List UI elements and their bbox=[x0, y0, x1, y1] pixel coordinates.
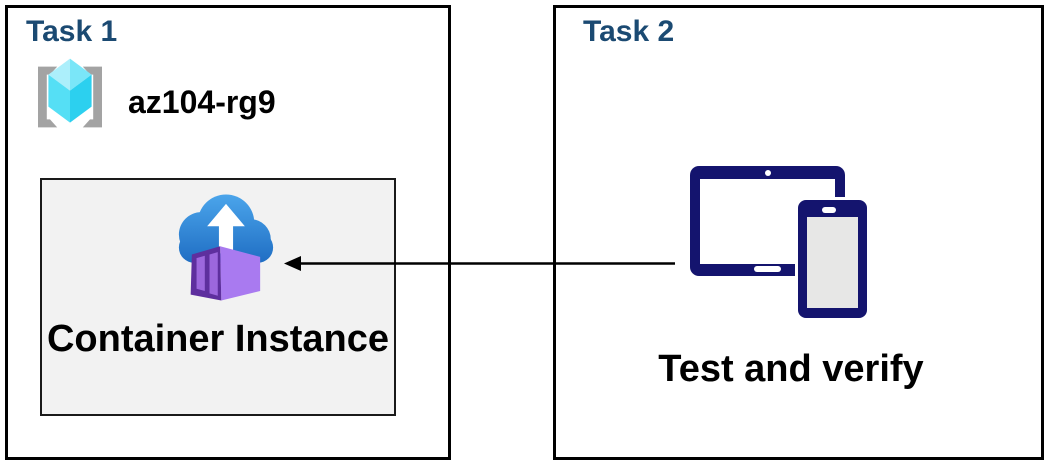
devices-icon bbox=[690, 166, 876, 324]
upload-arrow bbox=[207, 203, 245, 254]
task1-box: Task 1 az104-rg9 bbox=[5, 5, 451, 460]
phone-screen bbox=[807, 217, 858, 308]
container-instance-box: Container Instance bbox=[40, 178, 396, 416]
test-and-verify-label: Test and verify bbox=[658, 348, 924, 390]
resource-group-icon bbox=[38, 58, 102, 128]
tablet-home-button bbox=[754, 266, 781, 272]
tablet-camera-dot bbox=[765, 170, 771, 176]
container-instance-icon bbox=[178, 194, 274, 301]
task2-box: Task 2 Test and verify bbox=[553, 5, 1044, 460]
resource-group-name: az104-rg9 bbox=[128, 84, 276, 120]
phone-icon bbox=[798, 200, 867, 318]
task1-title: Task 1 bbox=[26, 15, 118, 48]
container-shape bbox=[190, 246, 261, 301]
task2-title: Task 2 bbox=[583, 15, 675, 48]
phone-speaker-slot bbox=[822, 207, 836, 213]
container-instance-label: Container Instance bbox=[46, 318, 390, 360]
